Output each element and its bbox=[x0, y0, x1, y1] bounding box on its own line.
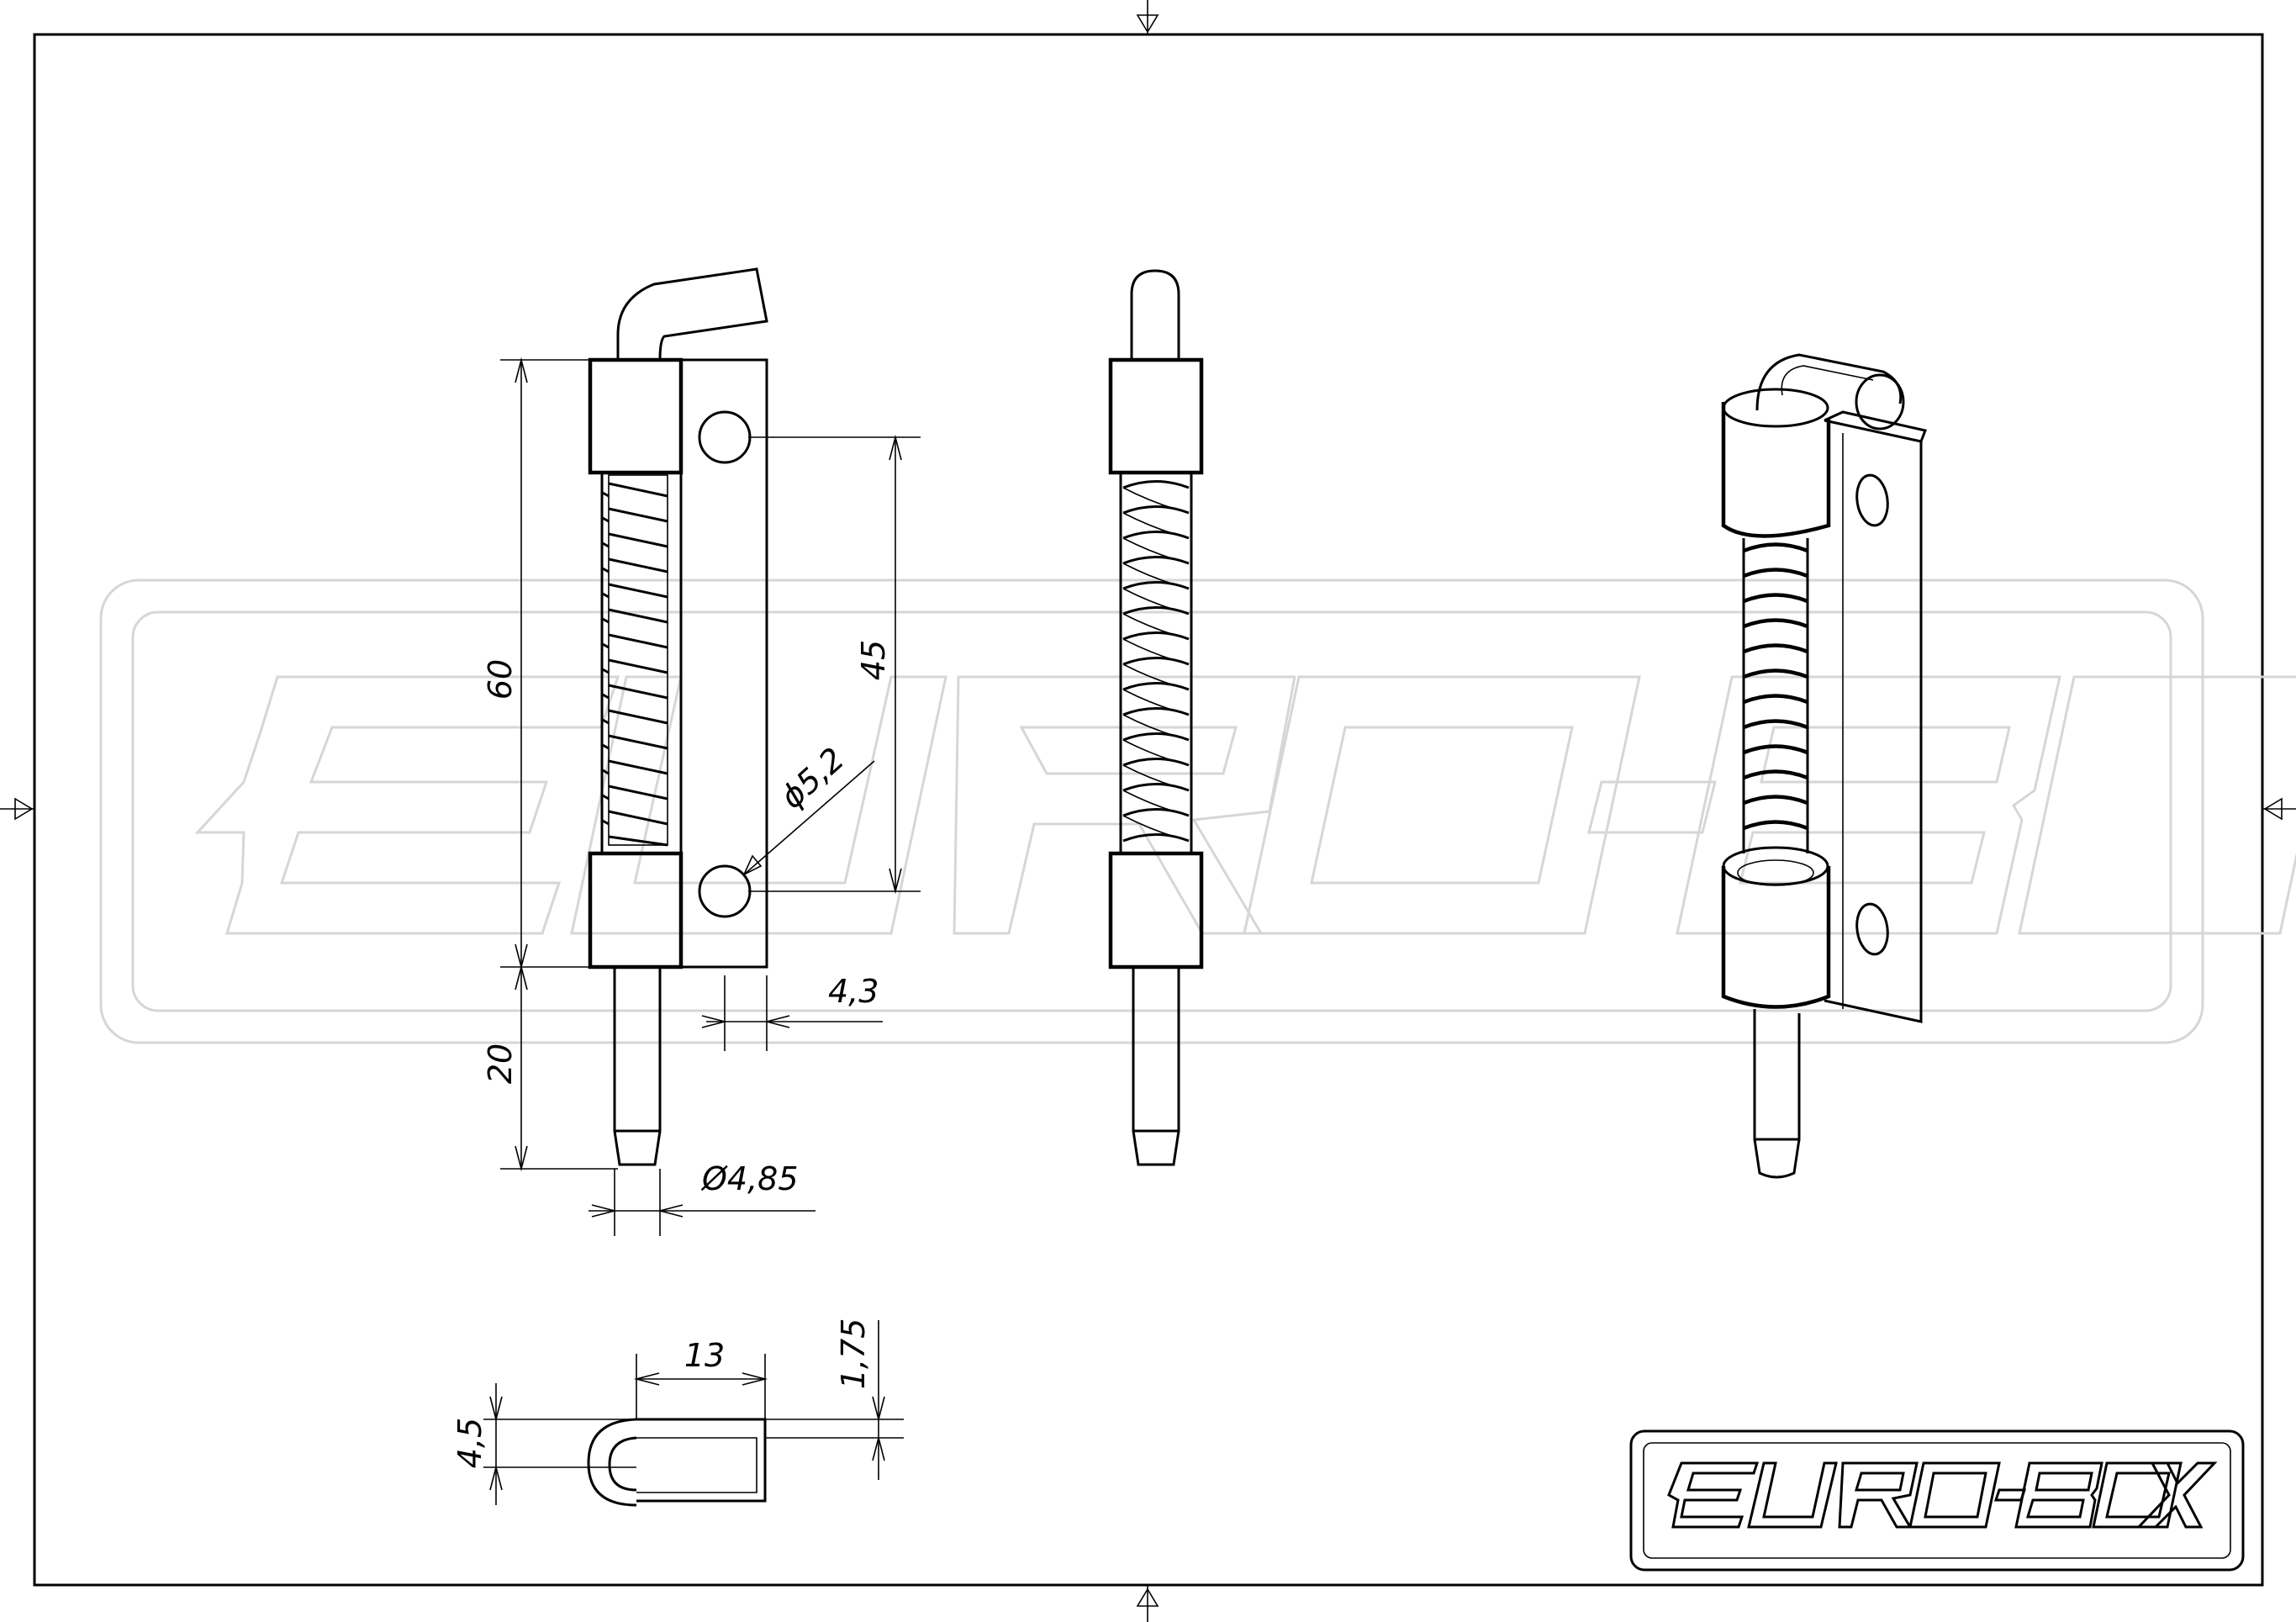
front-spring bbox=[600, 474, 668, 847]
dim-pin-diameter: Ø4,85 bbox=[700, 1160, 799, 1197]
dim-overall-length: 60 bbox=[482, 659, 519, 700]
dim-hole-spacing: 45 bbox=[855, 640, 892, 680]
dim-section-width: 13 bbox=[684, 1337, 725, 1374]
front-dimensions bbox=[500, 357, 921, 1236]
dim-pin-extension: 20 bbox=[482, 1043, 519, 1084]
dim-section-height: 4,5 bbox=[451, 1418, 488, 1468]
side-view bbox=[1108, 269, 1204, 1166]
dim-hole-diameter: ϕ5,2 bbox=[773, 740, 852, 816]
title-block-logo-icon bbox=[1629, 1429, 2245, 1572]
side-spring bbox=[1122, 480, 1190, 843]
section-view bbox=[483, 1320, 904, 1507]
euro-box-watermark-icon bbox=[99, 579, 2296, 1044]
isometric-view bbox=[1721, 353, 1928, 1179]
dim-leaf-thickness: 1,75 bbox=[835, 1318, 872, 1390]
front-view bbox=[588, 267, 768, 1166]
dim-plate-thickness: 4,3 bbox=[828, 973, 879, 1010]
